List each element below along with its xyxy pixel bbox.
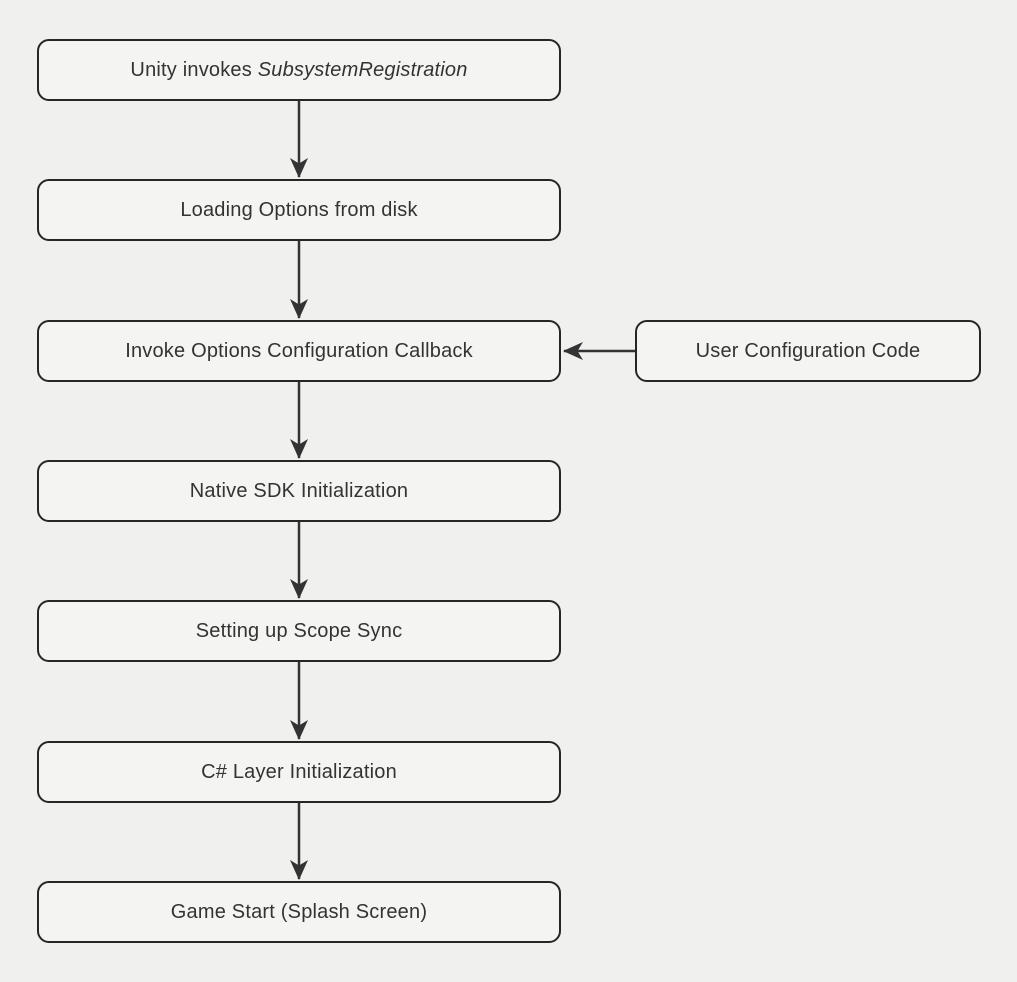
node-label-italic-text: SubsystemRegistration [257,58,468,81]
node-label: Native SDK Initialization [189,479,409,502]
node-label: Unity invokes SubsystemRegistration [130,59,467,82]
node-user-configuration-code: User Configuration Code [635,320,981,382]
node-native-sdk-initialization: Native SDK Initialization [37,460,561,522]
node-label: Invoke Options Configuration Callback [125,339,473,362]
node-label: Game Start (Splash Screen) [170,900,428,923]
node-game-start-splash-screen: Game Start (Splash Screen) [37,881,561,943]
node-label: Setting up Scope Sync [195,619,403,642]
node-label: C# Layer Initialization [201,760,397,783]
node-unity-invokes-subsystem-registration: Unity invokes SubsystemRegistration [37,39,561,101]
node-loading-options-from-disk: Loading Options from disk [37,179,561,241]
node-invoke-options-configuration-callback: Invoke Options Configuration Callback [37,320,561,382]
node-label-text: Unity invokes [130,58,258,81]
node-label: Loading Options from disk [180,198,418,221]
node-setting-up-scope-sync: Setting up Scope Sync [37,600,561,662]
node-label: User Configuration Code [695,339,921,362]
node-csharp-layer-initialization: C# Layer Initialization [37,741,561,803]
